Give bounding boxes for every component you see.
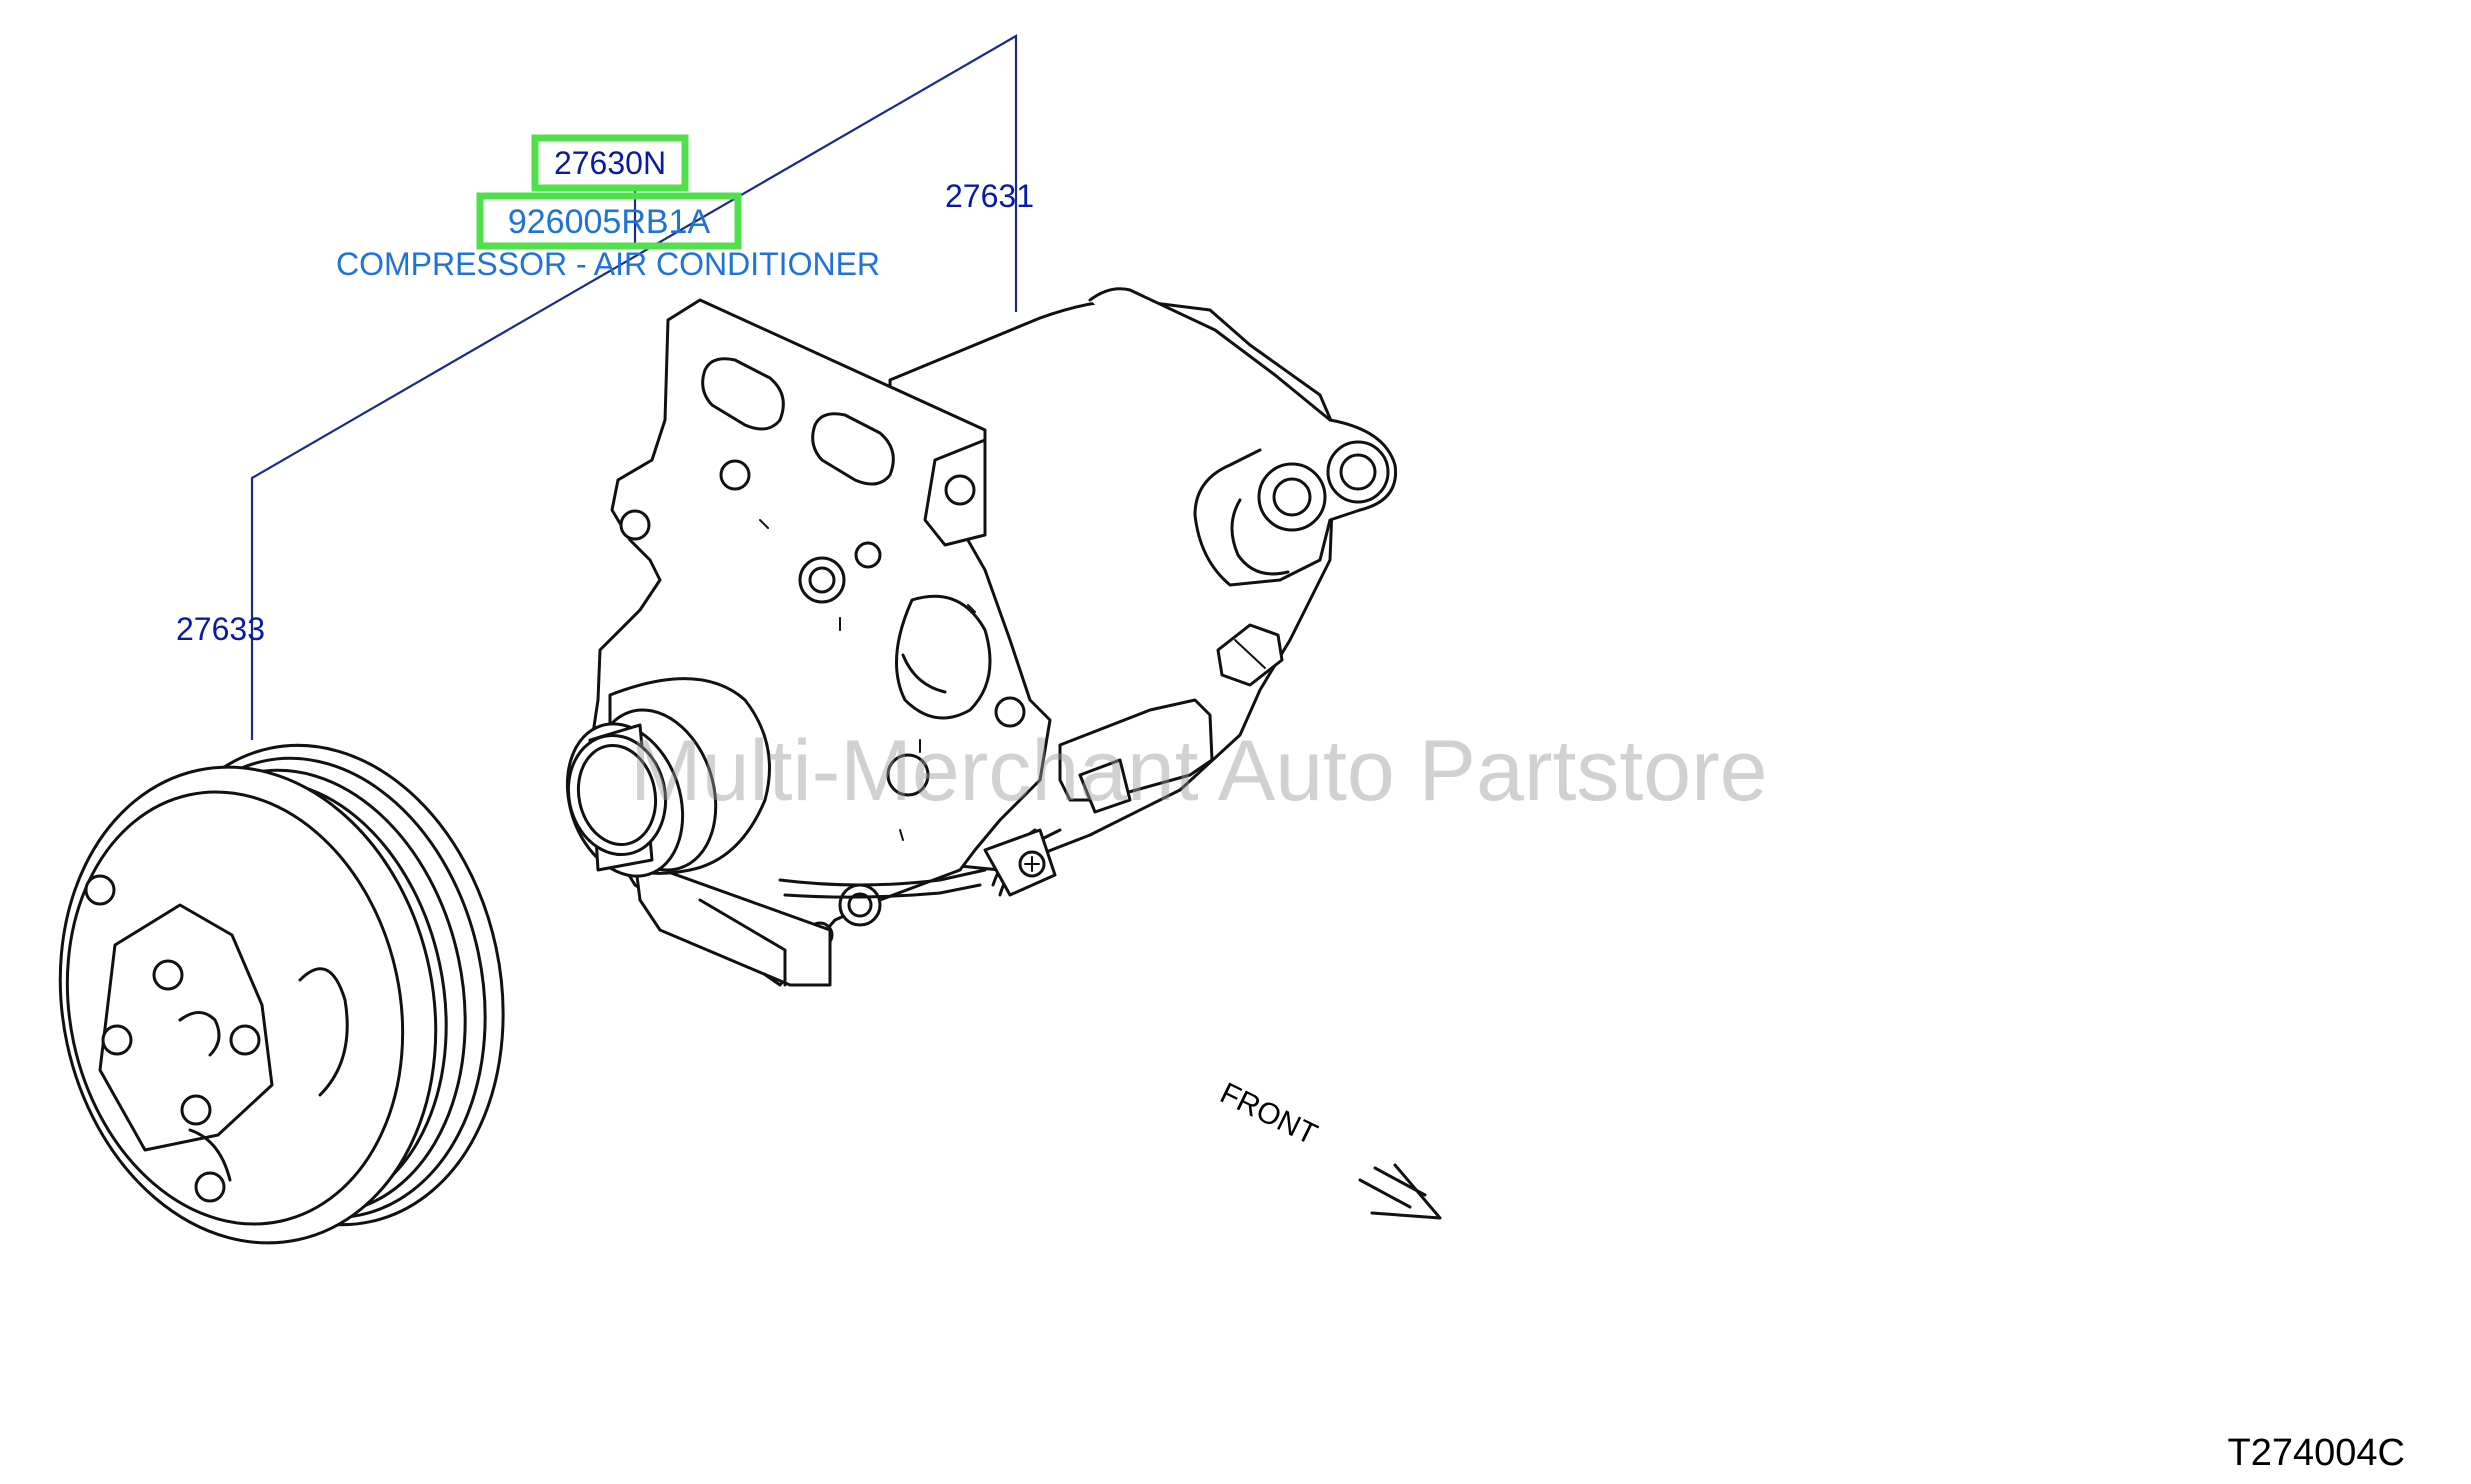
callout-clutch-part[interactable]: 27633	[176, 611, 265, 647]
shaft-nose	[565, 677, 771, 878]
highlight-box-assembly-part	[531, 134, 689, 192]
diagram-reference: T274004C	[2228, 1432, 2405, 1474]
watermark: Multi-Merchant Auto Partstore	[630, 723, 1768, 819]
leader-line-27633	[250, 34, 1018, 740]
front-orientation: FRONT	[1215, 1077, 1442, 1220]
callout-compressor-part[interactable]: 27631	[945, 178, 1034, 214]
front-label: FRONT	[1215, 1077, 1322, 1152]
compressor-body	[565, 287, 1398, 987]
callout-assembly-part[interactable]: 27630N	[554, 145, 666, 181]
front-arrow-icon	[1358, 1163, 1442, 1220]
electrical-connector	[778, 698, 1214, 899]
highlight-box-assembly-number	[476, 192, 742, 250]
clutch-pulley	[58, 743, 505, 1245]
callout-assembly-number[interactable]: 926005RB1A	[508, 203, 711, 241]
callout-assembly-description: COMPRESSOR - AIR CONDITIONER	[336, 246, 880, 282]
